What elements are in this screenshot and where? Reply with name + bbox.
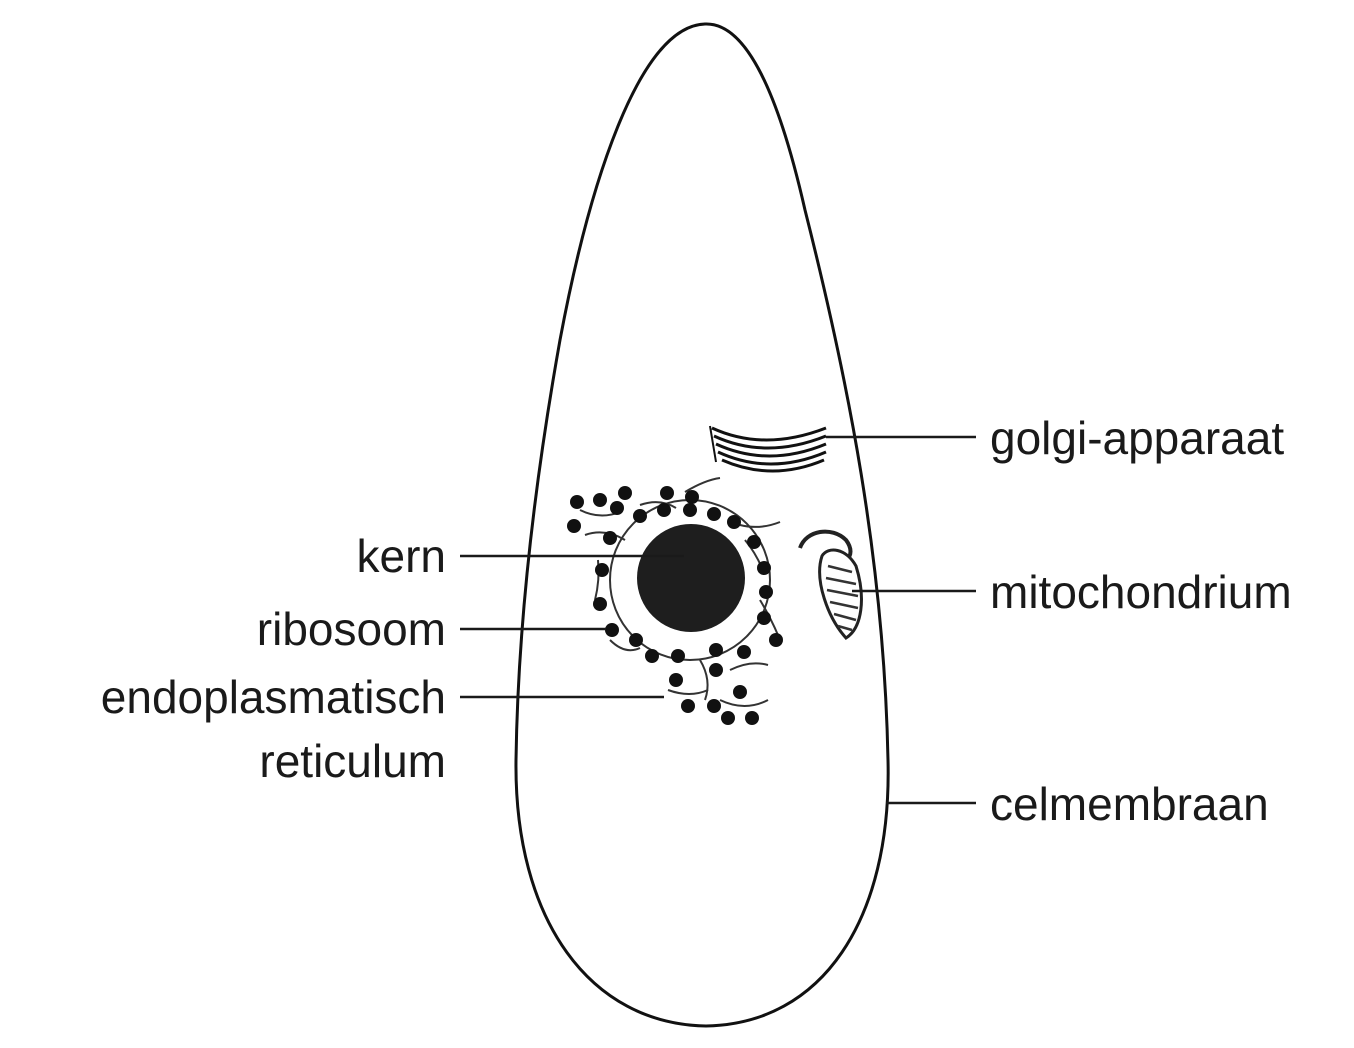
nucleus (637, 524, 745, 632)
golgi-apparatus (709, 425, 827, 473)
label-ribosoom: ribosoom (257, 603, 446, 655)
ribosomes (567, 486, 783, 725)
label-mitochondrium: mitochondrium (990, 566, 1292, 618)
label-celmembraan: celmembraan (990, 778, 1269, 830)
cell-membrane-outline (514, 22, 890, 1028)
endoplasmic-reticulum (579, 477, 781, 707)
label-kern: kern (357, 530, 446, 582)
label-er-line1: endoplasmatisch (101, 671, 446, 723)
label-er-line2: reticulum (259, 735, 446, 787)
mitochondrion (798, 529, 863, 640)
label-golgi: golgi-apparaat (990, 412, 1284, 464)
